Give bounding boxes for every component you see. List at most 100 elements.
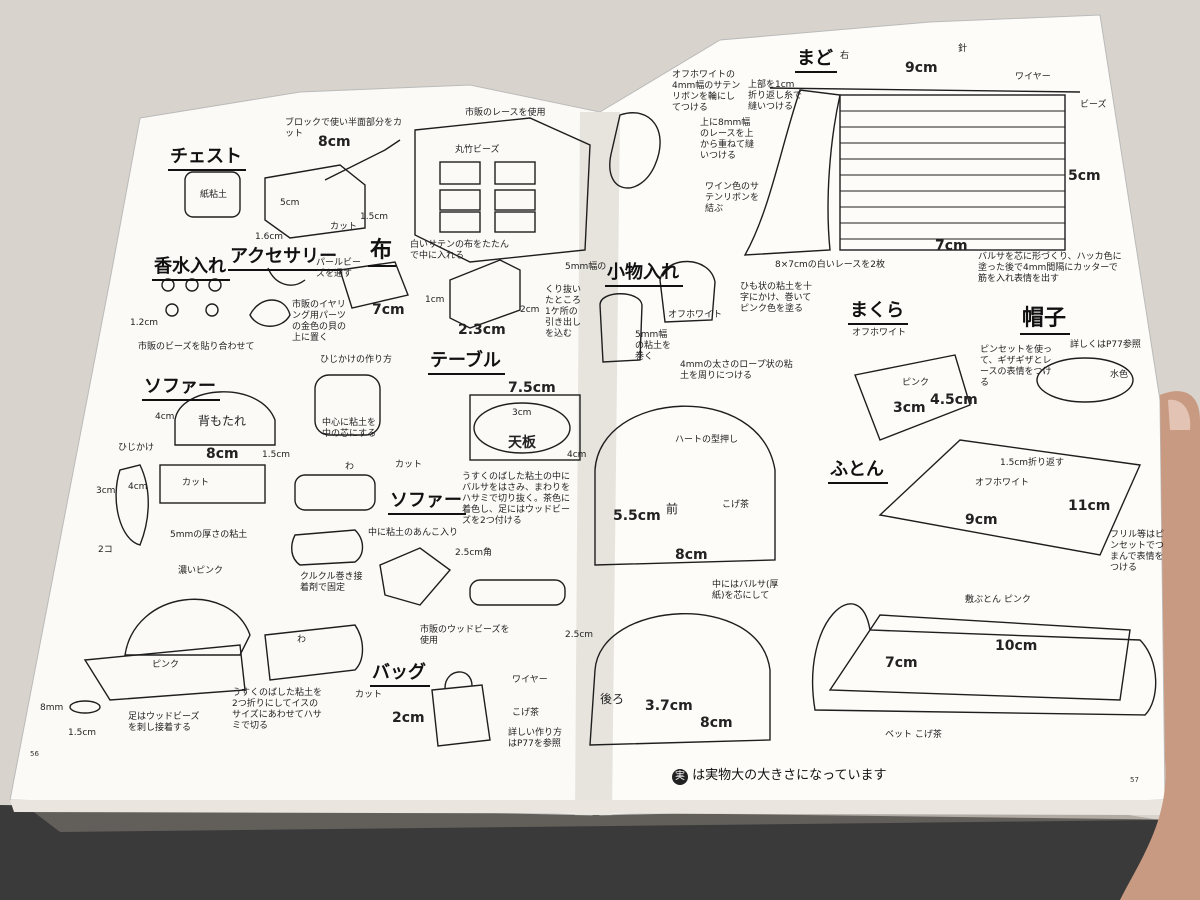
right-page-number: 57: [1130, 776, 1139, 784]
window-beads: ビーズ: [1080, 100, 1107, 110]
armrest-roll: [294, 474, 376, 511]
bag-note: 詳しい作り方はP77を参照: [508, 728, 563, 749]
futon-height: 11cm: [1068, 498, 1111, 514]
armrest-wa: わ: [345, 462, 355, 472]
chest-drawer-4: [494, 189, 536, 211]
shell-earring: [249, 299, 291, 327]
chest-height: 5cm: [280, 198, 300, 208]
chest-drawer-6: [494, 211, 536, 233]
chest-lace: 市販のレースを使用: [465, 108, 546, 118]
sofa-cut: カット: [182, 478, 210, 488]
sofa-leg: [69, 700, 101, 714]
curtain-left: [743, 89, 841, 256]
window-height: 5cm: [1068, 168, 1101, 184]
cloth-size: 7cm: [372, 302, 405, 318]
sofa2-leg: 2.5cm: [565, 630, 594, 640]
headboard-front: [594, 405, 776, 566]
chest-drawer-3: [439, 189, 481, 211]
small-box: [449, 259, 521, 329]
table-title: テーブル: [428, 346, 505, 375]
chest-depth: 1.5cm: [360, 212, 389, 222]
futon-frill-note: フリル等はピンセットでつまんで表情をつける: [1110, 530, 1165, 573]
chest-note: ブロックで使い半面部分をカット: [285, 118, 403, 139]
sofa-back-label: 背もたれ: [198, 414, 247, 428]
bag-handle: [444, 671, 473, 689]
sofa2-note-in: 中に粘土のあんこ入り: [368, 528, 459, 538]
bag-title: バッグ: [370, 658, 430, 687]
big-sofa-fold-note: うすくのばした粘土を2つ折りにしてイスのサイズにあわせてハサミで切る: [232, 688, 323, 731]
cloth-note: 白いサテンの布をたたんで中に入れる: [410, 240, 510, 261]
futon-width: 9cm: [965, 512, 998, 528]
pillow-pink: ピンク: [902, 378, 930, 388]
thumb-nail: [1168, 399, 1191, 430]
cushion: [379, 547, 452, 606]
window-lace-note: 8×7cmの白いレースを2枚: [775, 260, 885, 270]
futon: [878, 439, 1142, 556]
sofa2-roll: クルクル巻き接着剤で固定: [300, 572, 363, 593]
pillow-off: オフホワイト: [852, 328, 907, 338]
window-rose-note: 上に8mm幅のレースを上から重ねて縫いつける: [700, 118, 755, 161]
sofa-seat: [159, 464, 266, 504]
futon-fold: 1.5cm折り返す: [1000, 458, 1065, 468]
pillow-height: 3cm: [893, 400, 926, 416]
box-depth: 2cm: [520, 305, 540, 315]
window-top-note: 上部を1cm折り返し糸で縫いつける: [748, 80, 803, 112]
tabletop-oval: [473, 402, 571, 454]
sofa-back-width: 8cm: [206, 446, 239, 462]
sofa-seat-note: 5mmの厚さの粘土: [170, 530, 248, 540]
big-sofa-cut: カット: [355, 690, 383, 700]
chest-beads: 丸竹ビーズ: [455, 145, 500, 155]
cloth-title: 布: [368, 232, 397, 267]
bag-height: 2cm: [392, 710, 425, 726]
big-sofa-seat: [83, 644, 246, 701]
headboard-back: [589, 613, 771, 746]
pillow-note: ピンセットを使って、ギザギザとレースの表情をつける: [980, 345, 1053, 388]
footer-caption: 実 は実物大の大きさになっています: [672, 764, 887, 785]
pearl-necklace: [267, 267, 306, 286]
bag-color: こげ茶: [512, 708, 540, 718]
basket: [659, 260, 716, 323]
sofa-backrest: [174, 391, 276, 446]
chest-cut: カット: [330, 222, 358, 232]
cloth-square: [339, 261, 409, 309]
wood-bench: [469, 579, 566, 606]
headboard-front: 前: [666, 502, 679, 516]
sofa-pattern: [264, 624, 364, 681]
window-mark: 右: [840, 51, 850, 61]
basket-tray: [599, 293, 643, 363]
sofa-arm-h: 3cm: [96, 486, 116, 496]
sofa-arm-w: 4cm: [128, 482, 148, 492]
blind-slats: [840, 110, 1065, 240]
headboard-back-width: 8cm: [700, 715, 733, 731]
sofa-back-height: 4cm: [155, 412, 175, 422]
headboard-width: 8cm: [675, 547, 708, 563]
perfume-title: 香水入れ: [152, 252, 230, 281]
window-wire: ワイヤー: [1015, 72, 1051, 82]
table-height: 4cm: [567, 450, 587, 460]
wreath: [609, 112, 661, 189]
window-width: 9cm: [905, 60, 938, 76]
armrest-sample: [314, 374, 381, 436]
window-rod: [769, 87, 1081, 93]
pillow: [854, 354, 971, 441]
spine-gutter: [575, 112, 620, 815]
thumb: [1120, 391, 1200, 900]
chest-back: [264, 164, 366, 239]
bed-height: 7cm: [885, 655, 918, 671]
basket-clay-note: 5mm幅の粘土を巻く: [635, 330, 672, 362]
sofa-side: 1.5cm: [262, 450, 291, 460]
big-sofa-pink: ピンク: [152, 660, 180, 670]
box-height: 1cm: [425, 295, 445, 305]
big-sofa-leg: 8mm: [40, 703, 64, 713]
window-balsa-note: バルサを芯に形づくり、ハッカ色に塗った後で4mm間隔にカッターで筋を入れ表情を出…: [978, 252, 1122, 284]
futon-title: ふとん: [828, 455, 888, 484]
big-sofa-dark-pink: 濃いピンク: [178, 566, 224, 576]
basket-off: オフホワイト: [668, 310, 723, 320]
accessory-shell: 市販のイヤリング用パーツの金色の貝の上に置く: [292, 300, 347, 343]
footer-text: は実物大の大きさになっています: [692, 768, 887, 783]
big-sofa-leg-w: 1.5cm: [68, 728, 97, 738]
hat-color: 水色: [1110, 370, 1129, 380]
table-top-label: 天板: [508, 435, 536, 451]
pillow-width: 4.5cm: [930, 392, 978, 408]
